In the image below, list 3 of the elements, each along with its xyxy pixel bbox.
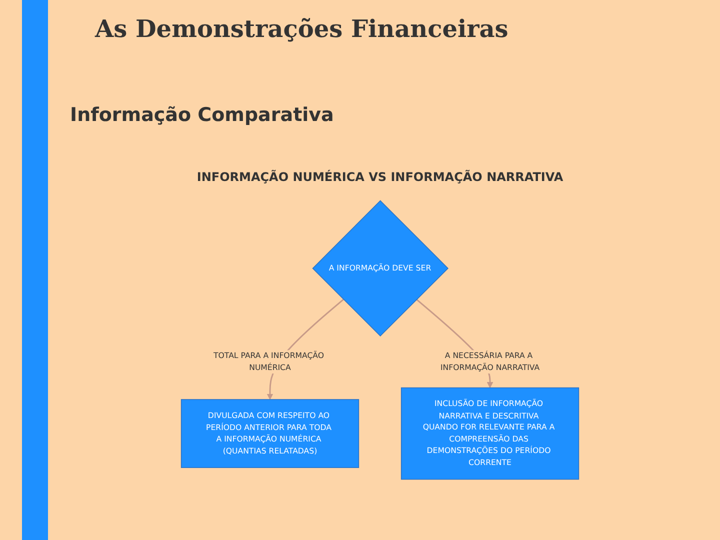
diagram-heading: INFORMAÇÃO NUMÉRICA VS INFORMAÇÃO NARRATIVA [196,170,564,184]
slide-title: As Demonstrações Financeiras [95,14,508,43]
section-heading: Informação Comparativa [70,104,334,126]
